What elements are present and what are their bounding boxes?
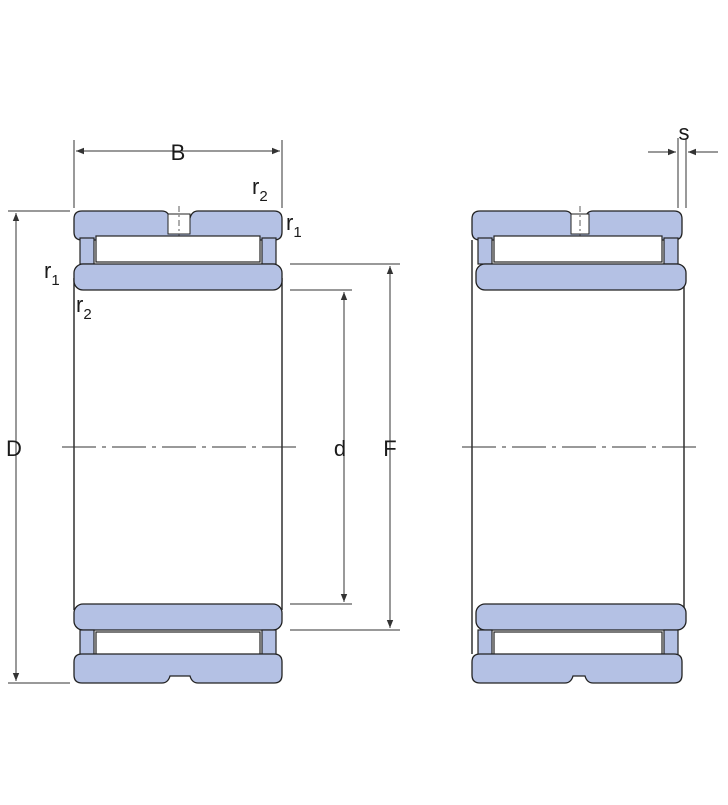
left-bearing-view (62, 206, 296, 684)
left-bottom-cage-right (261, 629, 277, 657)
label-d-bore: d (334, 436, 346, 461)
right-bottom-cage-left (477, 629, 493, 657)
label-left-r2: r2 (76, 292, 92, 323)
left-top-roller (95, 235, 261, 263)
left-top-cage-right (261, 237, 277, 265)
right-bottom-cage-right (663, 629, 679, 657)
right-top-cage-left (477, 237, 493, 265)
left-bottom-outer-ring (73, 653, 283, 684)
right-bottom-inner-ring (475, 603, 687, 631)
right-top-inner-ring (475, 263, 687, 291)
right-top-cage-right (663, 237, 679, 265)
label-top-r1: r1 (286, 210, 302, 241)
right-bottom-outer-ring (471, 653, 683, 684)
left-bottom-inner-ring (73, 603, 283, 631)
label-d-outer: D (6, 436, 22, 461)
dimension-lines (8, 138, 718, 684)
left-top-cage-left (79, 237, 95, 265)
left-top-inner-ring (73, 263, 283, 291)
left-bottom-cage-left (79, 629, 95, 657)
label-f: F (383, 436, 396, 461)
label-top-r2: r2 (252, 174, 268, 205)
right-bearing-view (462, 206, 696, 684)
label-s: s (679, 120, 690, 145)
labels: B D d F s r2 r1 r1 r2 (6, 120, 689, 461)
label-b: B (171, 140, 186, 165)
right-top-roller (493, 235, 663, 263)
label-left-r1: r1 (44, 258, 60, 289)
